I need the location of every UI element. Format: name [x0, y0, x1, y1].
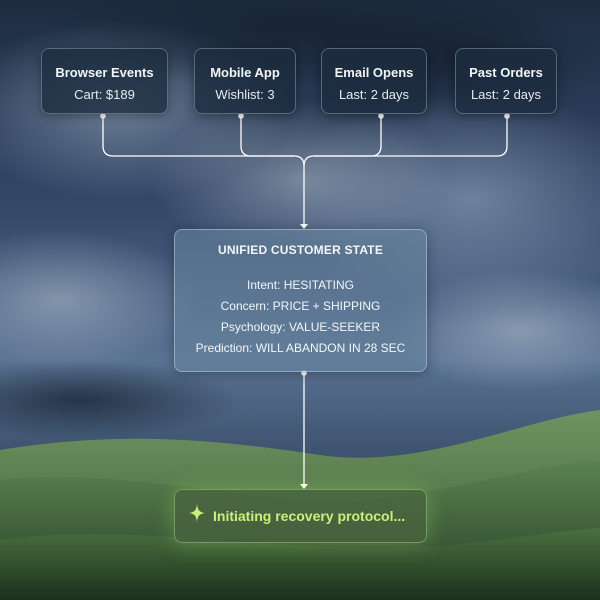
state-prediction: Prediction: WILL ABANDON IN 28 SEC: [195, 341, 406, 355]
source-browser-events: Browser Events Cart: $189: [41, 48, 168, 114]
source-value: Cart: $189: [74, 87, 135, 102]
sparkle-icon: [189, 504, 205, 522]
source-value: Last: 2 days: [338, 87, 410, 102]
source-value: Last: 2 days: [470, 87, 542, 102]
recovery-status: Initiating recovery protocol...: [174, 489, 427, 543]
source-past-orders: Past Orders Last: 2 days: [455, 48, 557, 114]
state-concern: Concern: PRICE + SHIPPING: [220, 299, 381, 313]
state-intent: Intent: HESITATING: [247, 278, 354, 292]
state-title: UNIFIED CUSTOMER STATE: [217, 243, 384, 257]
state-psychology: Psychology: VALUE-SEEKER: [220, 320, 381, 334]
source-email-opens: Email Opens Last: 2 days: [321, 48, 427, 114]
source-title: Browser Events: [55, 65, 154, 80]
source-mobile-app: Mobile App Wishlist: 3: [194, 48, 296, 114]
source-value: Wishlist: 3: [215, 87, 275, 102]
source-title: Past Orders: [469, 65, 543, 80]
source-title: Email Opens: [334, 65, 414, 80]
source-title: Mobile App: [210, 65, 280, 80]
unified-customer-state: UNIFIED CUSTOMER STATE Intent: HESITATIN…: [174, 229, 427, 372]
recovery-label: Initiating recovery protocol...: [213, 508, 406, 524]
